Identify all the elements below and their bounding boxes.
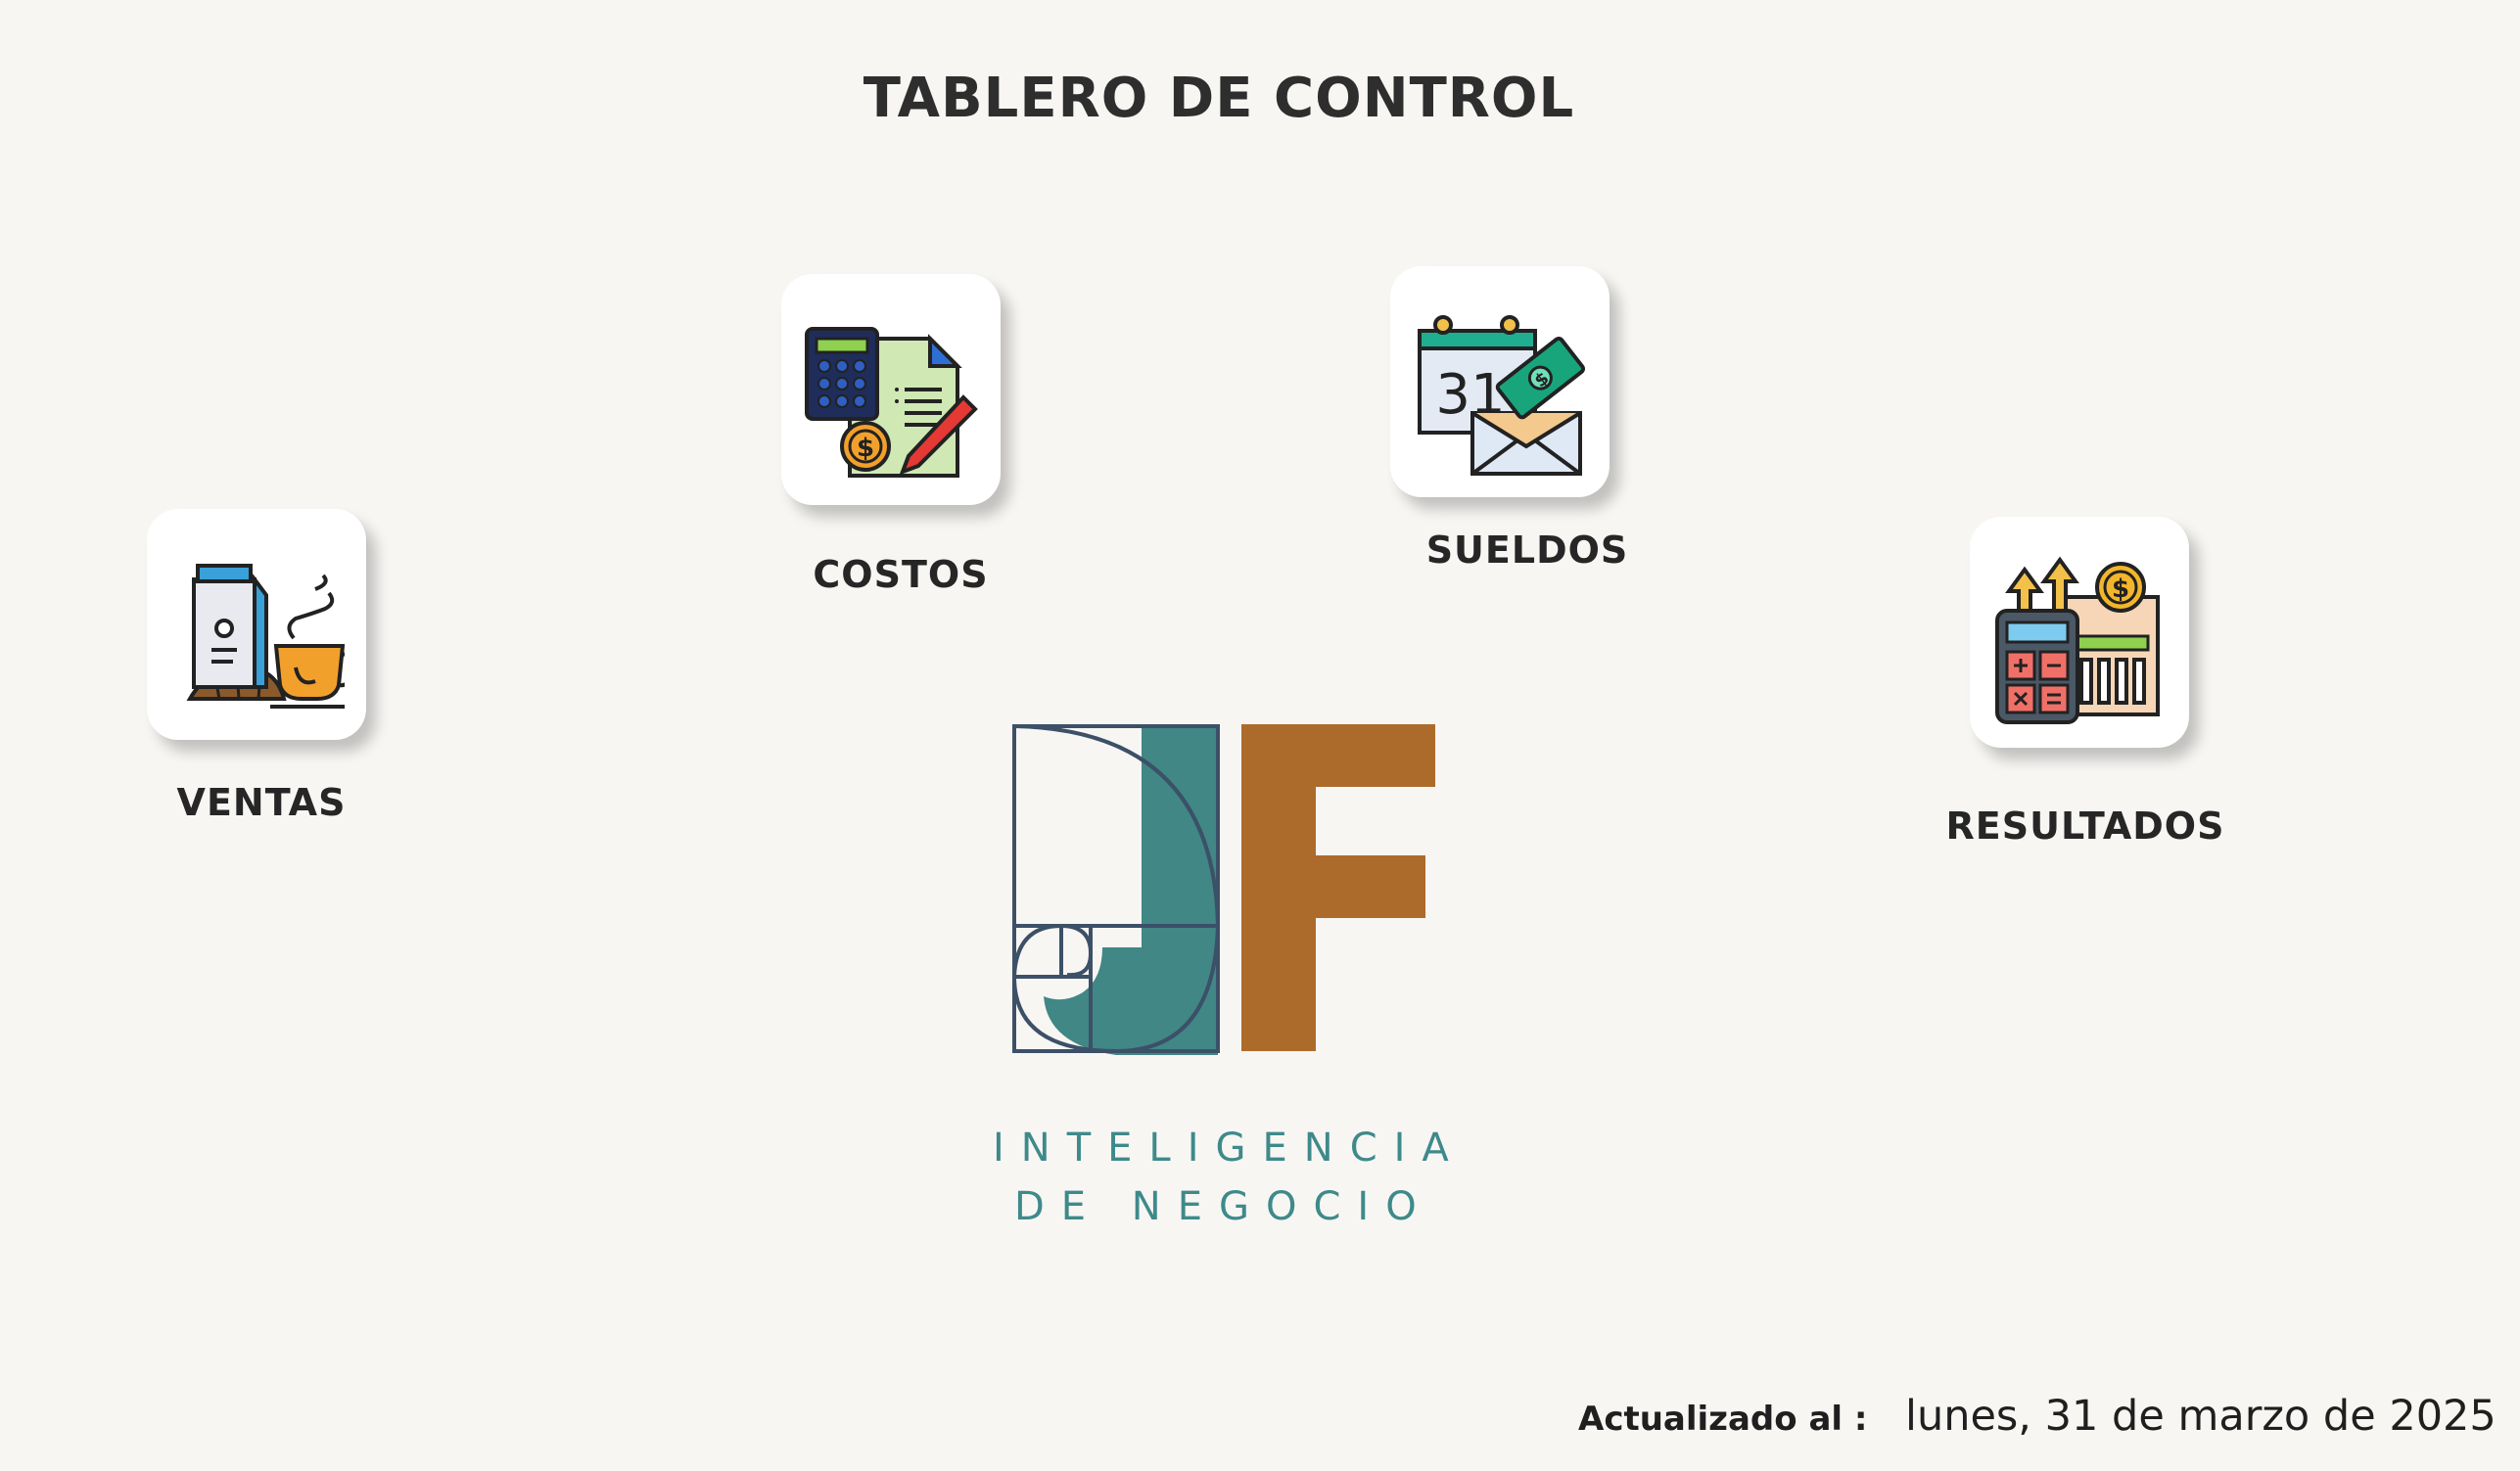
svg-text:$: $ xyxy=(857,434,874,463)
milk-coffee-croissant-icon xyxy=(186,564,345,709)
brand-line-2: DE NEGOCIO xyxy=(1014,1184,1433,1229)
page-title: TABLERO DE CONTROL xyxy=(863,67,1575,130)
costos-label[interactable]: COSTOS xyxy=(813,553,989,596)
sueldos-label[interactable]: SUELDOS xyxy=(1425,529,1629,572)
ventas-tile-button[interactable] xyxy=(147,509,366,740)
brand-line-1: INTELIGENCIA xyxy=(993,1126,1466,1171)
updated-label: Actualizado al : xyxy=(1578,1400,1868,1439)
calculator-invoice-icon: $ xyxy=(805,327,978,478)
costos-tile-button[interactable]: $ xyxy=(781,274,1001,505)
updated-date-value: lunes, 31 de marzo de 2025 xyxy=(1905,1392,2497,1441)
ventas-label[interactable]: VENTAS xyxy=(176,781,347,824)
sueldos-tile-button[interactable]: 31 $ xyxy=(1390,266,1610,497)
svg-text:$: $ xyxy=(2112,575,2129,604)
calendar-payment-envelope-icon: 31 $ xyxy=(1418,315,1586,476)
jf-logo-icon xyxy=(1012,724,1435,1055)
resultados-tile-button[interactable]: $ xyxy=(1970,517,2189,748)
calculator-growth-report-icon: $ xyxy=(1995,556,2160,724)
resultados-label[interactable]: RESULTADOS xyxy=(1945,804,2225,848)
